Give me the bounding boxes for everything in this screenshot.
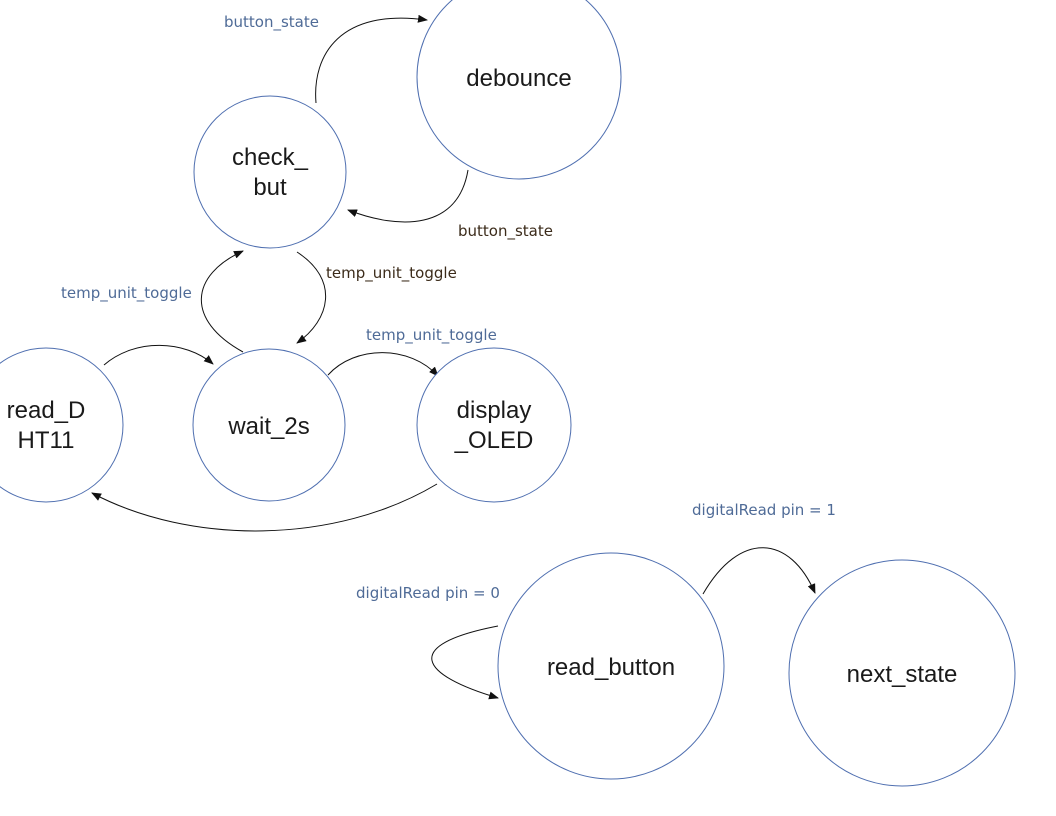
- state-next-state[interactable]: next_state: [788, 559, 1016, 787]
- state-check-but-circle: [193, 95, 347, 249]
- state-display-oled[interactable]: display _OLED: [416, 347, 572, 503]
- state-wait-2s-circle: [192, 348, 346, 502]
- state-read-dht11-label-line2: HT11: [18, 427, 75, 454]
- edge-debounce-to-check: [347, 169, 469, 223]
- edge-label-read-button-self: digitalRead pin = 0: [356, 584, 500, 602]
- state-check-but[interactable]: check_ but: [193, 95, 347, 249]
- state-read-dht11-label-line1: read_D: [7, 397, 86, 424]
- state-read-dht11-circle: [0, 347, 124, 503]
- state-read-button-label: read_button: [547, 654, 675, 681]
- edge-check-to-wait: [296, 251, 326, 344]
- state-display-oled-label-line2: _OLED: [454, 427, 534, 454]
- state-read-button-circle: [497, 552, 725, 780]
- edge-check-to-debounce: [315, 14, 428, 104]
- edge-label-wait-to-display: temp_unit_toggle: [366, 326, 497, 345]
- edge-read-button-self: [431, 625, 499, 700]
- state-next-state-label: next_state: [847, 661, 958, 688]
- state-display-oled-circle: [416, 347, 572, 503]
- edge-wait-to-display: [327, 352, 439, 377]
- edge-label-read-button-to-next: digitalRead pin = 1: [692, 501, 836, 519]
- state-check-but-label-line2: but: [253, 174, 287, 201]
- edge-label-check-to-debounce: button_state: [224, 13, 319, 32]
- edge-label-debounce-to-check: button_state: [458, 222, 553, 241]
- state-next-state-circle: [788, 559, 1016, 787]
- edge-read-button-to-next: [702, 547, 816, 595]
- state-debounce[interactable]: debounce: [416, 0, 622, 180]
- edge-label-check-to-wait: temp_unit_toggle: [326, 264, 457, 283]
- state-read-dht11[interactable]: read_D HT11: [0, 347, 124, 503]
- edge-read-dht11-to-wait: [103, 344, 214, 366]
- edge-label-wait-to-check: temp_unit_toggle: [61, 284, 192, 303]
- state-display-oled-label-line1: display: [457, 397, 532, 424]
- state-debounce-circle: [416, 0, 622, 180]
- state-wait-2s[interactable]: wait_2s: [192, 348, 346, 502]
- state-read-button[interactable]: read_button: [497, 552, 725, 780]
- state-wait-2s-label: wait_2s: [227, 413, 309, 440]
- state-check-but-label-line1: check_: [232, 144, 309, 171]
- state-debounce-label: debounce: [466, 65, 571, 92]
- edge-display-to-read-dht11: [91, 483, 438, 532]
- edge-wait-to-check: [200, 250, 244, 353]
